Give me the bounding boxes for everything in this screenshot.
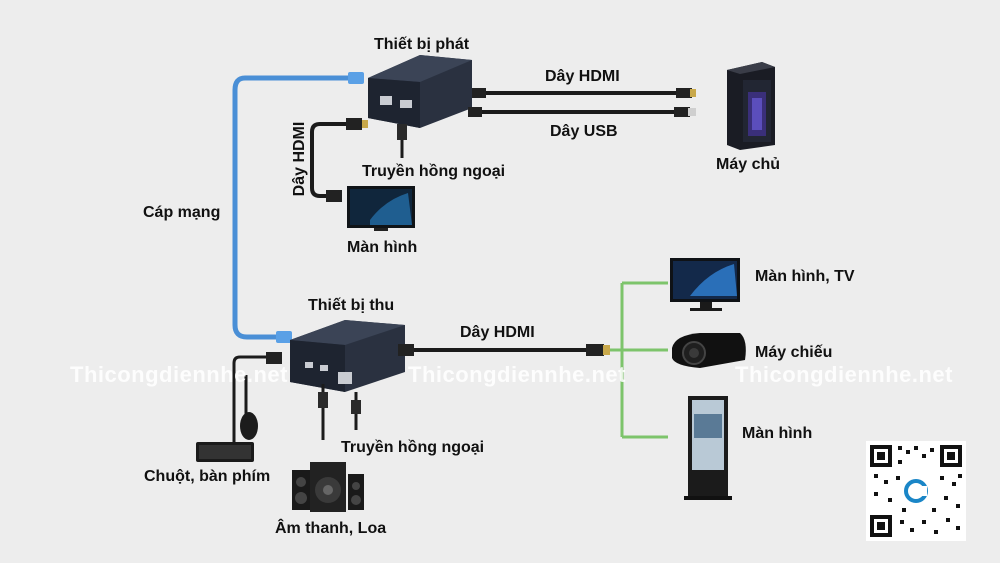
kiosk-display xyxy=(684,396,732,500)
label-transmitter: Thiết bị phát xyxy=(374,36,470,53)
label-hdmi-vertical: Dây HDMI xyxy=(291,121,308,197)
label-monitor-top: Màn hình xyxy=(347,239,418,256)
label-ir-top: Truyền hồng ngoại xyxy=(362,163,506,180)
network-cable xyxy=(232,75,363,340)
watermark-center: Thicongdiennhe.net xyxy=(408,362,626,387)
rj45-connector-bottom xyxy=(276,331,292,343)
label-monitor-tv: Màn hình, TV xyxy=(755,268,855,285)
label-hdmi-bottom: Dây HDMI xyxy=(460,324,535,341)
hdmi-cable-vertical xyxy=(310,122,360,198)
projector xyxy=(672,333,746,368)
label-mouse-keyboard: Chuột, bàn phím xyxy=(144,468,271,485)
label-usb: Dây USB xyxy=(550,123,618,140)
label-ir-bottom: Truyền hồng ngoại xyxy=(341,439,485,456)
label-server: Máy chủ xyxy=(716,156,781,173)
receiver-device xyxy=(290,320,405,392)
label-hdmi-top: Dây HDMI xyxy=(545,68,620,85)
label-receiver: Thiết bị thu xyxy=(308,297,395,314)
monitor-top xyxy=(347,186,415,231)
rj45-connector-top xyxy=(348,72,364,84)
tv-monitor xyxy=(670,258,740,311)
qr-code xyxy=(866,441,966,541)
peripheral-cable xyxy=(232,355,270,445)
mouse xyxy=(240,412,258,440)
speakers xyxy=(292,462,364,512)
server-tower xyxy=(727,62,775,150)
label-projector: Máy chiếu xyxy=(755,344,833,361)
transmitter-device xyxy=(368,55,472,128)
label-network-cable: Cáp mạng xyxy=(143,204,221,221)
label-kiosk: Màn hình xyxy=(742,425,813,442)
green-splitter xyxy=(610,281,668,439)
watermark-right: Thicongdiennhe.net xyxy=(735,362,953,387)
watermark-left: Thicongdiennhe.net xyxy=(70,362,288,387)
label-speakers: Âm thanh, Loa xyxy=(275,520,387,537)
